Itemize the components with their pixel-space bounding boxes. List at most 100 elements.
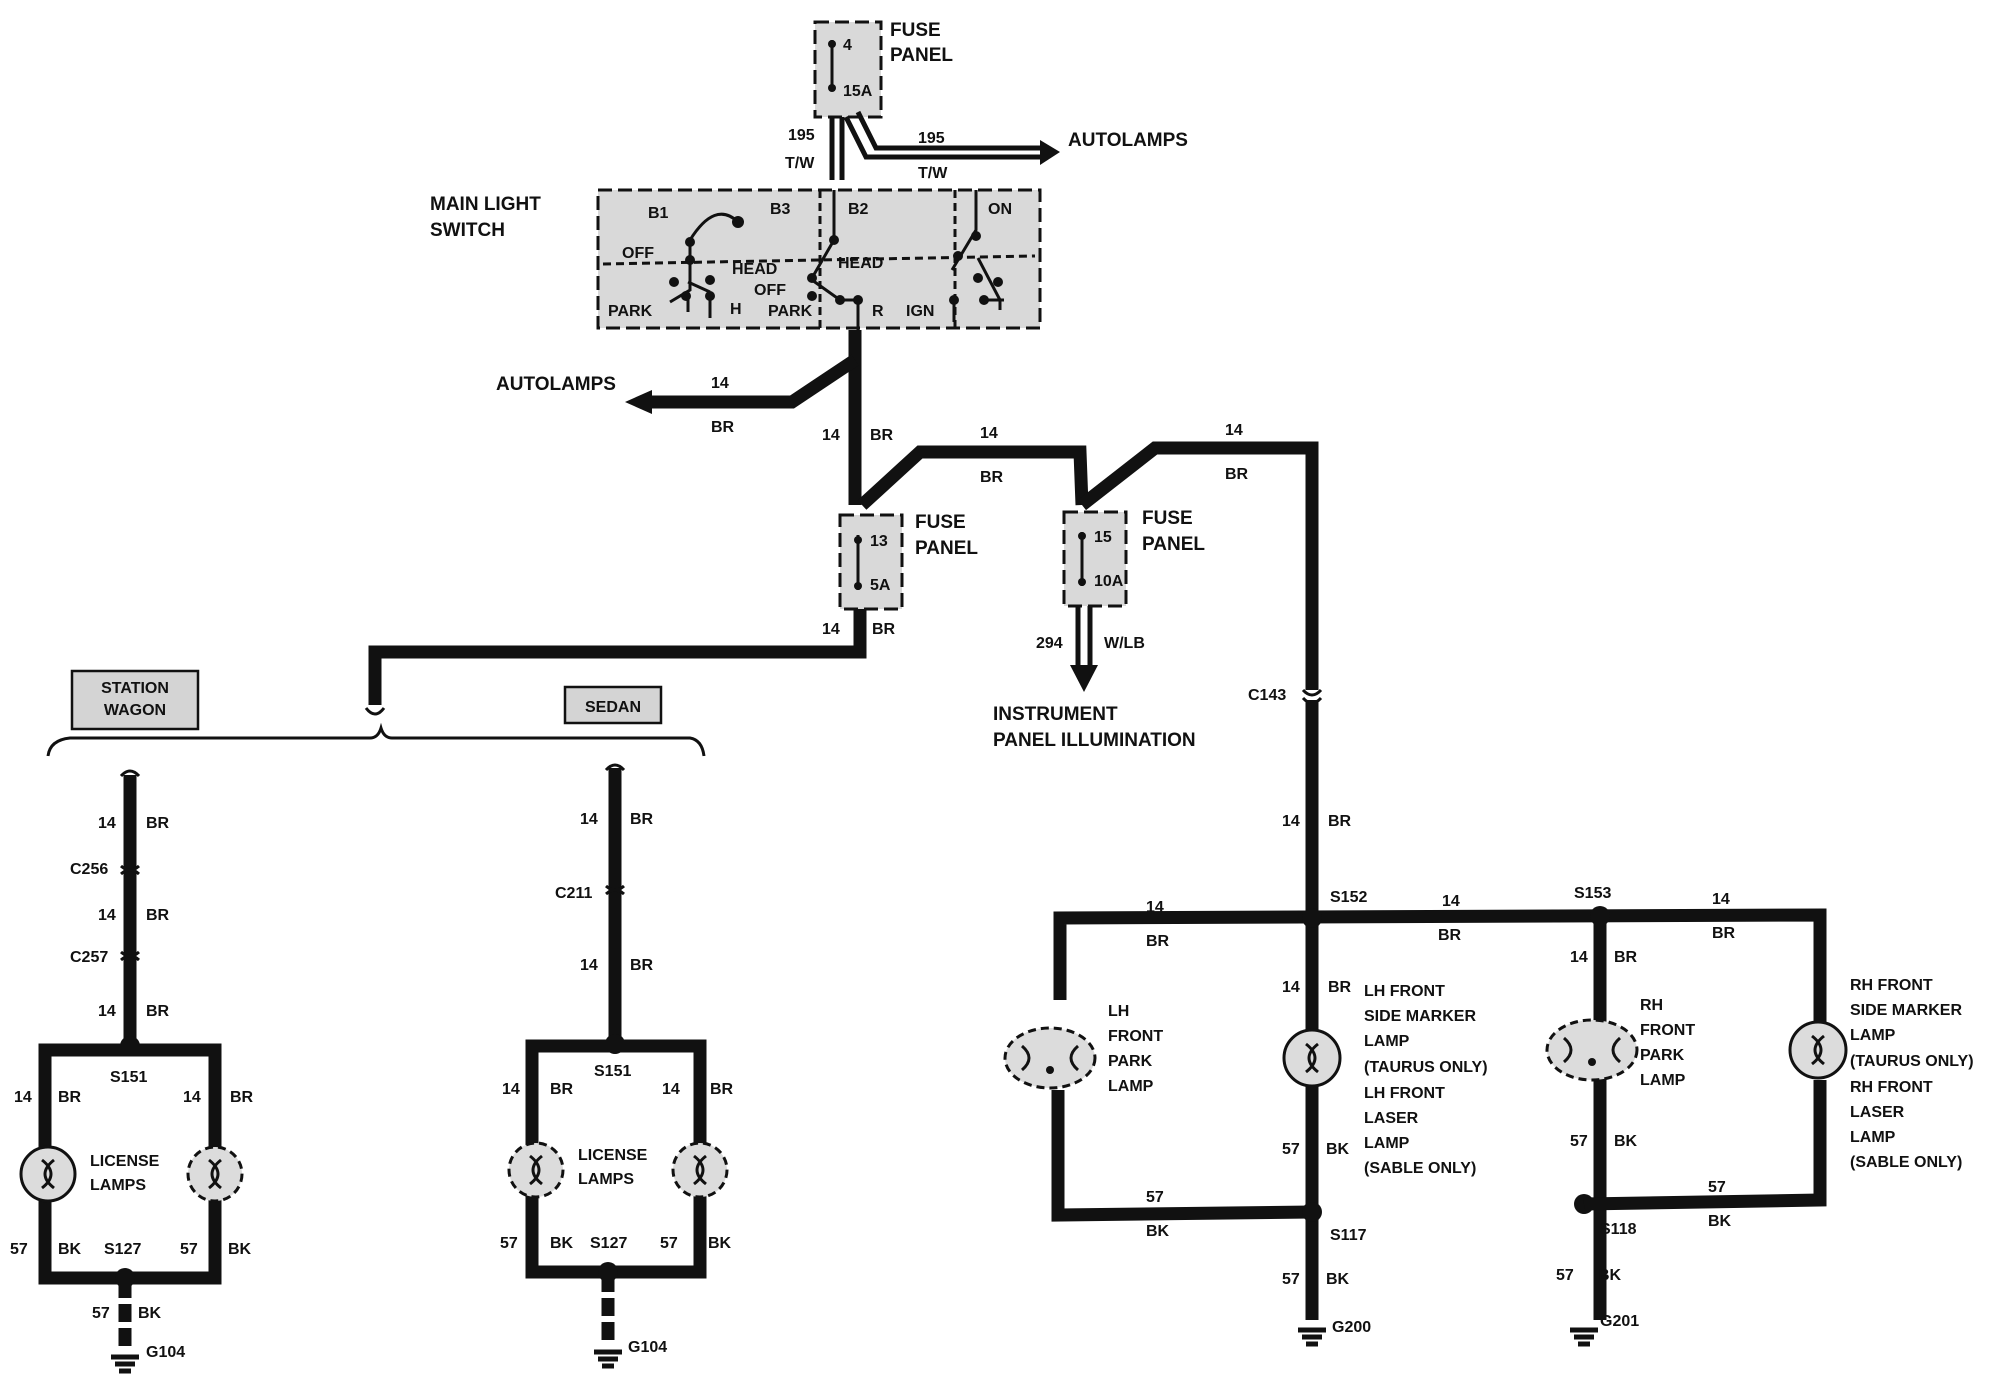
- connector-symbol: [605, 884, 625, 896]
- wire-label: BR: [1438, 927, 1462, 944]
- connector-label: C211: [555, 885, 592, 902]
- wire-label: BR: [1225, 466, 1249, 483]
- switch-terminal: [993, 277, 1003, 287]
- switch-position-label: HEAD: [838, 255, 883, 272]
- switch-position-label: PARK: [608, 303, 653, 320]
- wire-label: BR: [710, 1081, 734, 1098]
- wire-label: BR: [146, 815, 170, 832]
- switch-position-label: HEAD: [732, 261, 777, 278]
- fuse-number: 15: [1094, 529, 1112, 546]
- ground-icon: [594, 1349, 622, 1369]
- fuse-box-15: [1062, 510, 1128, 608]
- splice-label: S127: [590, 1235, 627, 1252]
- fuse-panel-4: 4 15A FUSE PANEL: [813, 20, 953, 119]
- autolamps-label: AUTOLAMPS: [1068, 130, 1188, 151]
- wire-label: BK: [550, 1235, 574, 1252]
- lh-side-label: LASER: [1364, 1110, 1419, 1127]
- wire-label: 195: [788, 127, 815, 144]
- wire-label: W/LB: [1104, 635, 1145, 652]
- fuse-panel-label: PANEL: [915, 538, 978, 559]
- fuse-panel-label: PANEL: [1142, 534, 1205, 555]
- rh-side-marker-lamp-icon: [1788, 1020, 1848, 1080]
- rh-side-label: (SABLE ONLY): [1850, 1154, 1962, 1171]
- lamps-label: LAMPS: [578, 1171, 634, 1188]
- wire-label: BK: [1598, 1267, 1622, 1284]
- rh-park-label: PARK: [1640, 1047, 1685, 1064]
- wire-label: 14: [502, 1081, 520, 1098]
- fuse-terminal: [854, 536, 862, 544]
- fuse-rating: 5A: [870, 577, 891, 594]
- station-wagon-circuit: 14 BR C256 14 BR C257 14 BR S151 14 BR 1…: [10, 769, 254, 1374]
- wire-label: BR: [146, 1003, 170, 1020]
- wire-label: 14: [1712, 891, 1730, 908]
- wire-label: 57: [10, 1241, 28, 1258]
- license-lamp-icon: [186, 1145, 244, 1203]
- ground-label: G104: [628, 1339, 667, 1356]
- ground-icon: [1298, 1327, 1326, 1347]
- rh-side-label: RH FRONT: [1850, 1079, 1933, 1096]
- switch-terminal: [669, 277, 679, 287]
- ipi-label: INSTRUMENT: [993, 704, 1118, 725]
- switch-terminal: [949, 295, 959, 305]
- switch-position-label: H: [730, 301, 742, 318]
- splice-label: S117: [1330, 1227, 1367, 1244]
- wire-label: BR: [630, 957, 654, 974]
- splice-label: S151: [594, 1063, 631, 1080]
- fuse-rating: 15A: [843, 83, 873, 100]
- lamp-filament: [693, 1154, 707, 1186]
- wire-label: 57: [1282, 1271, 1300, 1288]
- rh-side-label: LASER: [1850, 1104, 1905, 1121]
- fuse-terminal: [828, 40, 836, 48]
- lamp-filament: [1020, 1044, 1080, 1072]
- switch-terminal: [973, 273, 983, 283]
- wire-label: BK: [228, 1241, 252, 1258]
- fuse-panel-label: FUSE: [1142, 508, 1193, 529]
- rh-side-label: LAMP: [1850, 1129, 1896, 1146]
- wire-label: 14: [1282, 979, 1300, 996]
- sedan-circuit: 14 BR C211 14 BR S151 14 BR 14 BR LICENS…: [500, 763, 734, 1369]
- wire-label: 57: [1282, 1141, 1300, 1158]
- connector-label: C257: [70, 949, 108, 966]
- splice-label: S152: [1330, 889, 1367, 906]
- connector-symbol: [604, 763, 626, 772]
- splice-label: S118: [1600, 1221, 1637, 1238]
- wire-label: BR: [980, 469, 1004, 486]
- wire-label: 57: [92, 1305, 110, 1322]
- wire-label: BR: [1328, 813, 1352, 830]
- switch-terminal: [971, 231, 981, 241]
- sedan-box: [563, 685, 663, 725]
- wire-label: BK: [1614, 1133, 1638, 1150]
- switch-terminal: [685, 237, 695, 247]
- wire-label: 294: [1036, 635, 1063, 652]
- splice-label: S153: [1574, 885, 1611, 902]
- station-wagon-label: WAGON: [104, 702, 166, 719]
- lamp-terminal: [1588, 1058, 1596, 1066]
- wire-label: BR: [550, 1081, 574, 1098]
- lh-park-label: PARK: [1108, 1053, 1153, 1070]
- connector-symbol: [119, 769, 141, 778]
- station-wagon-tag: STATION WAGON: [70, 669, 200, 731]
- switch-terminal: [807, 291, 817, 301]
- lh-side-label: LH FRONT: [1364, 983, 1445, 1000]
- wire-label: 14: [580, 957, 598, 974]
- lh-side-label: (TAURUS ONLY): [1364, 1059, 1488, 1076]
- fuse-panel-label: FUSE: [915, 512, 966, 533]
- fuse-number: 13: [870, 533, 888, 550]
- switch-terminal: [979, 295, 989, 305]
- wire-label: BR: [1712, 925, 1736, 942]
- variant-bracket: [46, 722, 706, 757]
- rh-side-label: LAMP: [1850, 1027, 1896, 1044]
- main-light-switch: MAIN LIGHT SWITCH B1 B3 B2 ON OFF HEAD H…: [430, 188, 1042, 330]
- lamp-filament: [1562, 1036, 1622, 1064]
- lh-park-label: LH: [1108, 1003, 1129, 1020]
- wire-label: BK: [1708, 1213, 1732, 1230]
- ground-icon: [111, 1354, 139, 1374]
- wire-br-to-rear: [368, 609, 867, 705]
- wire-bk-rh: [1583, 1080, 1827, 1211]
- wire-label: 14: [1570, 949, 1588, 966]
- splice-label: S151: [110, 1069, 147, 1086]
- lh-front-park-lamp-icon: [1003, 1026, 1097, 1090]
- wire-label: 57: [660, 1235, 678, 1252]
- rh-park-label: LAMP: [1640, 1072, 1686, 1089]
